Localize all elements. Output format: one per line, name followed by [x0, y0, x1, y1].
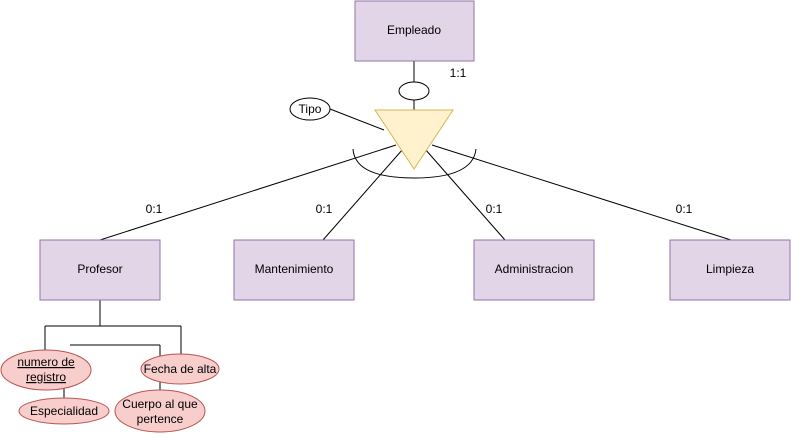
attribute-especialidad-label: Especialidad — [30, 404, 98, 418]
cardinality-profesor: 0:1 — [146, 202, 163, 216]
cardinality-limpieza: 0:1 — [676, 202, 693, 216]
attribute-fecha-alta[interactable]: Fecha de alta — [140, 353, 220, 385]
entity-administracion-label: Administracion — [495, 262, 574, 276]
entity-profesor[interactable]: Profesor — [39, 239, 161, 301]
cardinality-mantenimiento: 0:1 — [316, 202, 333, 216]
entity-profesor-label: Profesor — [77, 262, 122, 276]
line-to-administracion — [424, 148, 506, 241]
entity-mantenimiento-label: Mantenimiento — [255, 262, 334, 276]
attribute-numero-registro-line2: registro — [26, 370, 66, 384]
line-to-profesor — [99, 144, 397, 241]
line-to-limpieza — [431, 144, 732, 241]
disjoint-arc — [352, 148, 477, 179]
cardinality-administracion: 0:1 — [486, 202, 503, 216]
attribute-tipo-label: Tipo — [299, 102, 322, 116]
attribute-numero-registro-line1: numero de — [17, 355, 75, 369]
entity-empleado-label: Empleado — [387, 23, 441, 37]
attribute-especialidad[interactable]: Especialidad — [18, 397, 110, 425]
supertype-cardinality: 1:1 — [450, 66, 467, 80]
attribute-fecha-alta-label: Fecha de alta — [144, 362, 217, 376]
line-to-mantenimiento — [322, 148, 404, 241]
attribute-cuerpo-line2: pertence — [137, 412, 184, 426]
attribute-cuerpo-line1: Cuerpo al que — [122, 397, 198, 411]
entity-administracion[interactable]: Administracion — [473, 239, 595, 301]
specialization-triangle[interactable] — [374, 109, 454, 170]
relationship-oval[interactable] — [398, 81, 430, 101]
attribute-cuerpo[interactable]: Cuerpo al que pertence — [114, 389, 206, 433]
entity-limpieza[interactable]: Limpieza — [669, 239, 791, 301]
attribute-numero-registro[interactable]: numero de registro — [0, 349, 92, 391]
entity-mantenimiento[interactable]: Mantenimiento — [233, 239, 355, 301]
entity-limpieza-label: Limpieza — [706, 262, 754, 276]
line-tipo-to-triangle — [329, 108, 385, 131]
attribute-tipo[interactable]: Tipo — [289, 97, 331, 121]
entity-empleado[interactable]: Empleado — [354, 0, 475, 62]
